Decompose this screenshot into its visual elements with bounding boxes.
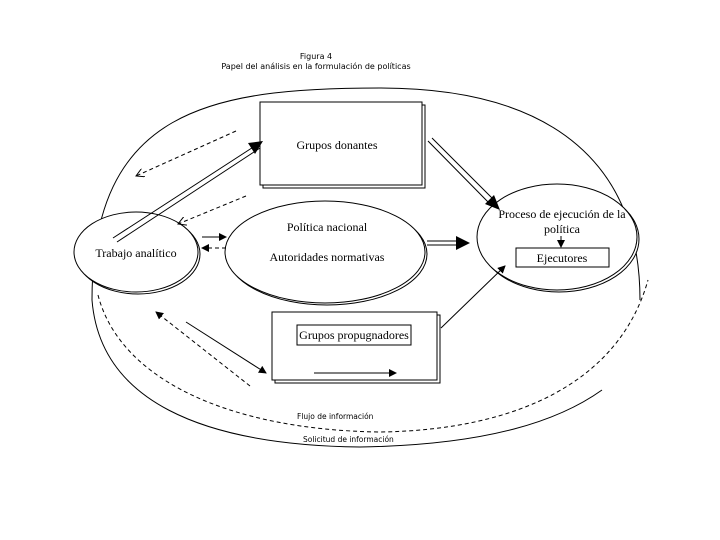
double-arrow-politica-to-proceso	[427, 236, 470, 250]
proceso-ejecucion-label-line1: Proceso de ejecución de la	[498, 207, 626, 221]
grupos-propugnadores-box: Grupos propugnadores	[271, 311, 441, 384]
legend-solicitud-label: Solicitud de información	[303, 435, 394, 444]
grupos-propugnadores-label: Grupos propugnadores	[299, 328, 409, 342]
arrow-trabajo-to-propugnadores	[185, 321, 267, 374]
double-arrow-trabajo-to-donantes	[112, 141, 263, 243]
outer-ellipse-lower	[91, 299, 603, 448]
grupos-donantes-box: Grupos donantes	[259, 101, 426, 189]
outer-ellipse	[91, 87, 641, 301]
trabajo-analitico-label: Trabajo analítico	[95, 246, 176, 260]
dashed-arrow-propugnadores-to-trabajo	[155, 311, 251, 387]
arrow-propugnadores-to-proceso	[440, 265, 506, 329]
ejecutores-label: Ejecutores	[537, 251, 588, 265]
grupos-donantes-label: Grupos donantes	[297, 138, 378, 152]
politica-nacional-ellipse: Política nacional Autoridades normativas	[224, 200, 428, 306]
figure-number: Figura 4	[300, 52, 332, 61]
dashed-arrow-donantes-to-trabajo-top	[136, 130, 237, 176]
autoridades-normativas-label: Autoridades normativas	[270, 250, 385, 264]
trabajo-analitico-ellipse: Trabajo analítico	[73, 211, 201, 295]
figure-title: Papel del análisis en la formulación de …	[221, 61, 410, 71]
proceso-ejecucion-ellipse: Proceso de ejecución de la política	[476, 183, 640, 293]
proceso-ejecucion-label-line2: política	[544, 222, 581, 236]
politica-nacional-label: Política nacional	[287, 220, 368, 234]
dashed-arrow-donantes-to-trabajo-lower	[178, 195, 247, 224]
outer-ellipse-dashed-arc	[97, 279, 649, 433]
double-arrow-donantes-to-proceso	[427, 137, 500, 210]
ejecutores-box: Ejecutores	[515, 247, 610, 268]
legend-flujo-label: Flujo de información	[297, 412, 374, 421]
